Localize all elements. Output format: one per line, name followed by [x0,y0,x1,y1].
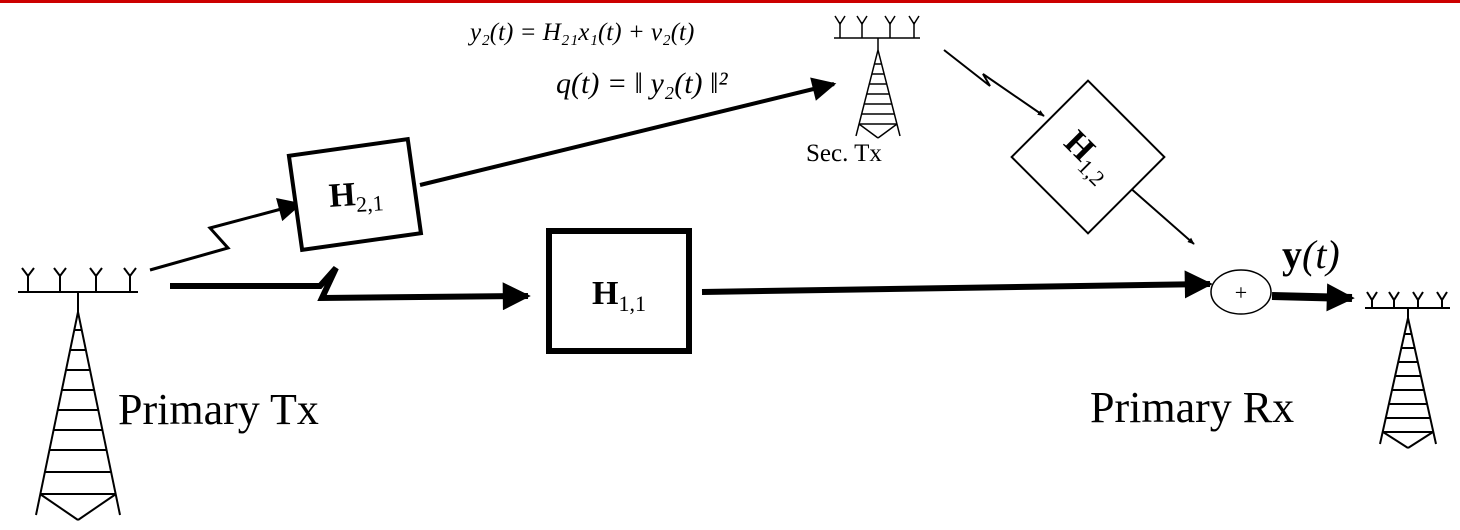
primary-tx-tower-icon [18,267,138,521]
link-h21-to-sectx [419,77,837,187]
equation-received-signal: y₂(t) = H₂₁x₁(t) + v₂(t) [467,19,694,46]
sum-symbol: + [1235,280,1247,305]
block-h12: H1,2 [1010,79,1166,235]
block-h11-subscript: 1,1 [618,291,646,316]
output-signal-arg: (t) [1302,232,1340,277]
block-h21-subscript: 2,1 [355,190,384,217]
link-sectx-to-h12 [943,49,1045,117]
secondary-tx-label: Sec. Tx [806,140,882,167]
output-signal-label: y(t) [1282,232,1340,277]
link-sum-to-rx [1271,283,1355,312]
primary-rx-label: Primary Rx [1090,383,1294,432]
secondary-tx-tower-icon [834,15,920,139]
primary-tx-label: Primary Tx [118,385,319,434]
equation-energy: q(t) = ‖ y₂(t) ‖² [556,67,728,100]
primary-rx-tower-icon [1365,291,1450,449]
block-h21-symbol: H [328,176,357,215]
block-h21: H2,1 [286,136,424,253]
svg-text:H1,1: H1,1 [592,275,646,316]
block-h11-symbol: H [592,275,618,312]
svg-text:H2,1: H2,1 [328,174,385,219]
link-tx-to-h11 [170,266,531,311]
output-signal-symbol: y [1282,232,1302,277]
summing-junction-icon: + [1210,269,1272,315]
link-tx-to-h21 [149,197,303,272]
link-h12-to-sum [1127,185,1195,245]
block-h11: H1,1 [546,228,692,354]
link-h11-to-sum [701,270,1213,299]
